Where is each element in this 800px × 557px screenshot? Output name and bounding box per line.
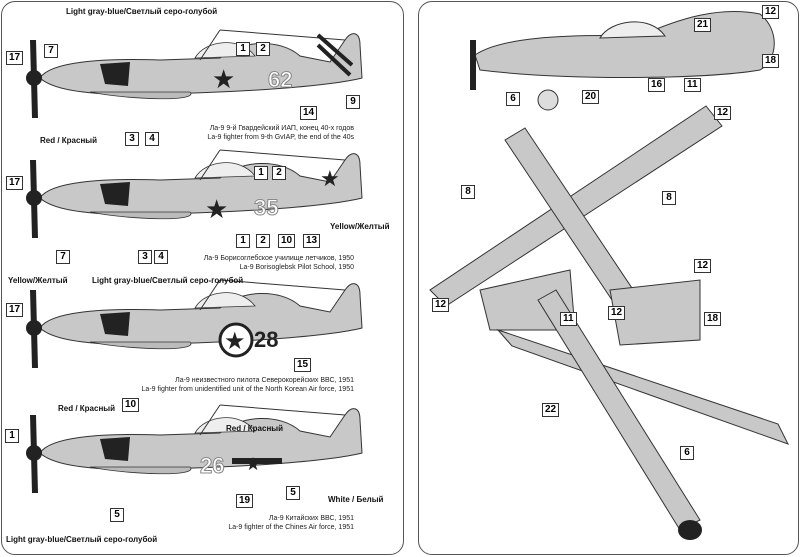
red-star-icon: ★ <box>205 194 228 224</box>
profile-caption: Ла-9 неизвестного пилота Северокорейских… <box>141 377 354 393</box>
color-label: Red / Красный <box>226 424 284 433</box>
callout: 15 <box>294 358 312 372</box>
callout: 3 <box>138 250 152 264</box>
callout: 22 <box>542 403 560 417</box>
callout: 20 <box>582 90 600 104</box>
color-label: Yellow/Желтый <box>8 276 68 285</box>
callout: 13 <box>303 234 321 248</box>
color-label: Light gray-blue/Светлый серо-голубой <box>92 276 244 285</box>
callout: 12 <box>714 106 732 120</box>
callout: 2 <box>256 42 270 56</box>
callout: 1 <box>254 166 268 180</box>
lower-plan-fuselage <box>537 289 701 531</box>
callout: 12 <box>694 259 712 273</box>
fuselage-number: 28 <box>254 327 279 352</box>
fuselage-number: 26 <box>199 453 225 478</box>
profile-1-aircraft <box>25 29 363 119</box>
color-label: Light gray-blue/Светлый серо-голубой <box>66 7 218 16</box>
callout: 8 <box>662 191 676 205</box>
callout: 14 <box>300 106 318 120</box>
callout: 5 <box>110 508 124 522</box>
callout: 21 <box>694 18 712 32</box>
callout: 7 <box>56 250 70 264</box>
callout: 17 <box>6 51 24 65</box>
callout: 1 <box>5 429 19 443</box>
color-label: Red / Красный <box>58 404 116 413</box>
fuselage-number: 35 <box>253 195 279 220</box>
callout: 10 <box>278 234 296 248</box>
color-label: Light gray-blue/Светлый серо-голубой <box>6 535 158 544</box>
callout: 19 <box>236 494 254 508</box>
callout: 7 <box>44 44 58 58</box>
profile-4-aircraft <box>25 404 363 494</box>
profile-2-aircraft <box>25 149 363 239</box>
callout: 12 <box>762 5 780 19</box>
callout: 5 <box>286 486 300 500</box>
callout: 6 <box>506 92 520 106</box>
callout: 6 <box>680 446 694 460</box>
callout: 12 <box>432 298 450 312</box>
callout: 12 <box>608 306 626 320</box>
spinner-icon <box>678 520 702 540</box>
callout: 16 <box>648 78 666 92</box>
red-star-icon: ★ <box>320 166 340 191</box>
callout: 18 <box>762 54 780 68</box>
callout: 8 <box>461 185 475 199</box>
red-star-icon: ★ <box>212 64 235 94</box>
profile-caption: Ла-9 9-й Гвардейский ИАП, конец 40-х год… <box>207 125 354 141</box>
callout: 18 <box>704 312 722 326</box>
callout: 11 <box>560 312 577 326</box>
callout: 11 <box>684 78 701 92</box>
callout: 1 <box>236 42 250 56</box>
callout: 4 <box>145 132 159 146</box>
profile-caption: Ла-9 Борисоглебское училище летчиков, 19… <box>203 255 354 271</box>
lower-plan-wing <box>496 328 790 445</box>
callout: 3 <box>125 132 139 146</box>
color-label: Yellow/Желтый <box>330 222 390 231</box>
profile-3-aircraft <box>25 279 363 369</box>
fuselage-number: 62 <box>267 67 293 92</box>
callout: 2 <box>256 234 270 248</box>
callout: 10 <box>122 398 140 412</box>
star-icon: ★ <box>245 454 261 474</box>
callout: 17 <box>6 303 24 317</box>
star-icon: ★ <box>224 328 246 355</box>
color-label: White / Белый <box>328 495 384 504</box>
callout: 1 <box>236 234 250 248</box>
callout: 2 <box>272 166 286 180</box>
color-label: Red / Красный <box>40 136 98 145</box>
callout: 17 <box>6 176 24 190</box>
roundel-icon <box>218 322 254 358</box>
callout: 9 <box>346 95 360 109</box>
callout: 4 <box>154 250 168 264</box>
